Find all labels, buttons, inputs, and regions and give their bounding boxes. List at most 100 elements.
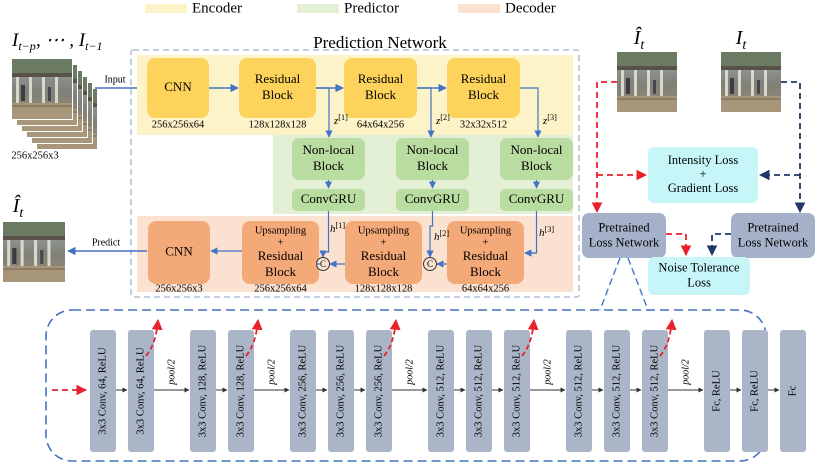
vgg-feature-tap-2 <box>245 318 263 357</box>
vgg-layer-7 <box>366 330 392 452</box>
vgg-layer-1 <box>90 330 116 452</box>
vgg-layer-label-3: 3x3 Conv, 128, ReLU <box>197 344 208 437</box>
vgg-feature-tap-1 <box>145 318 163 357</box>
convgru-label-1: ConvGRU <box>301 191 357 206</box>
encoder-block-label-1: CNN <box>164 79 192 94</box>
vgg-layer-4 <box>228 330 254 452</box>
decoder-block-4 <box>447 221 524 284</box>
vgg-layer-10 <box>504 330 530 452</box>
hidden-label-1: h[1] <box>330 221 345 235</box>
vgg-feature-tap-3 <box>383 318 401 357</box>
ground-truth-frame-image <box>721 52 781 112</box>
input-frames-stack <box>11 58 98 150</box>
vgg-layer-label-7: 3x3 Conv, 256, ReLU <box>373 344 384 437</box>
vgg-layer-label-8: 3x3 Conv, 512, ReLU <box>435 344 446 437</box>
navy-arrow-to-noise <box>706 233 731 257</box>
red-arrow-to-pretrained <box>591 81 617 214</box>
hidden-label-3: h[3] <box>539 225 554 239</box>
encoder-size-3: 64x64x256 <box>357 119 404 130</box>
output-predicted-frame <box>3 222 65 282</box>
encoder-block-3 <box>344 58 417 118</box>
latent-connector-2 <box>417 87 435 138</box>
vgg-layer-label-2: 3x3 Conv, 64, ReLU <box>135 347 146 435</box>
vgg-layer-5 <box>290 330 316 452</box>
vgg-layer-6 <box>328 330 354 452</box>
decoder-size-4: 64x64x256 <box>462 283 509 294</box>
latent-connector-3 <box>520 87 542 138</box>
encoder-block-1 <box>147 58 209 118</box>
convgru-block-2 <box>396 189 469 211</box>
vgg-pool-label-5: pool/2 <box>680 359 691 386</box>
legend-swatch-encoder <box>145 4 187 13</box>
latent-label-1: z[1] <box>333 113 348 127</box>
vgg-layer-label-16: Fc <box>787 385 798 396</box>
hidden-connector-1 <box>319 211 330 258</box>
vgg-feature-tap-5 <box>659 318 677 357</box>
noise-tolerance-loss-box <box>648 257 750 295</box>
vgg-layer-3 <box>190 330 216 452</box>
intensity-gradient-loss-label: Intensity Loss+Gradient Loss <box>668 153 739 195</box>
concat-symbol-2: C <box>427 259 433 269</box>
legend-label-encoder: Encoder <box>192 0 242 16</box>
vgg-layer-label-11: 3x3 Conv, 512, ReLU <box>573 344 584 437</box>
vgg-layer-12 <box>604 330 630 452</box>
concat-symbol-1: C <box>320 259 326 269</box>
encoder-block-2 <box>239 58 316 118</box>
vgg-layer-label-10: 3x3 Conv, 512, ReLU <box>511 344 522 437</box>
prediction-network-frame <box>130 49 580 298</box>
nonlocal-block-3 <box>500 138 573 180</box>
decoder-block-label-1: CNN <box>165 243 193 258</box>
predicted-frame-image <box>617 52 677 112</box>
legend-label-predictor: Predictor <box>344 0 399 16</box>
navy-arrow-to-pretrained <box>781 81 806 214</box>
legend-label-decoder: Decoder <box>505 0 556 16</box>
ground-truth-frame-label: It <box>735 27 748 53</box>
vgg-layer-15 <box>742 330 768 452</box>
input-arrow-label: Input <box>104 74 125 85</box>
legend-swatch-predictor <box>297 4 339 13</box>
hidden-label-2: h[2] <box>434 229 449 243</box>
latent-connector-1 <box>316 87 333 138</box>
vgg-layer-label-13: 3x3 Conv, 512, ReLU <box>649 344 660 437</box>
vgg-layer-2 <box>128 330 154 452</box>
output-frame-label: Ît <box>12 194 25 221</box>
encoder-size-2: 128x128x128 <box>249 119 307 130</box>
intensity-gradient-loss-box <box>648 147 758 203</box>
pretrained-loss-network-right <box>731 213 815 258</box>
vgg-layer-14 <box>704 330 730 452</box>
decoder-block-2 <box>242 221 319 284</box>
latent-label-2: z[2] <box>435 113 450 127</box>
vgg-layer-label-15: Fc, ReLU <box>749 370 760 412</box>
nonlocal-block-2 <box>396 138 469 180</box>
encoder-size-1: 256x256x64 <box>152 119 205 130</box>
prediction-network-title: Prediction Network <box>313 33 447 52</box>
predict-arrow-label: Predict <box>92 237 121 248</box>
vgg-layer-label-9: 3x3 Conv, 512, ReLU <box>473 344 484 437</box>
predicted-frame-label: Ît <box>633 26 646 53</box>
convgru-block-1 <box>292 189 365 211</box>
vgg-layer-16 <box>780 330 806 452</box>
vgg-layer-label-4: 3x3 Conv, 128, ReLU <box>235 344 246 437</box>
red-arrow-to-noise <box>666 233 692 257</box>
legend-swatch-decoder <box>458 4 500 13</box>
hidden-connector-2 <box>426 211 434 258</box>
vgg-layer-label-12: 3x3 Conv, 512, ReLU <box>611 344 622 437</box>
vgg-layer-label-14: Fc, ReLU <box>711 370 722 412</box>
input-frames-label: It−p , ⋯ , It−1 <box>11 30 103 53</box>
input-size-label: 256x256x3 <box>11 150 58 161</box>
vgg-pool-label-3: pool/2 <box>404 359 415 386</box>
encoder-size-4: 32x32x512 <box>460 119 507 130</box>
latent-label-3: z[3] <box>542 113 557 127</box>
decoder-block-1 <box>148 221 210 284</box>
zoom-line-left <box>599 257 621 311</box>
